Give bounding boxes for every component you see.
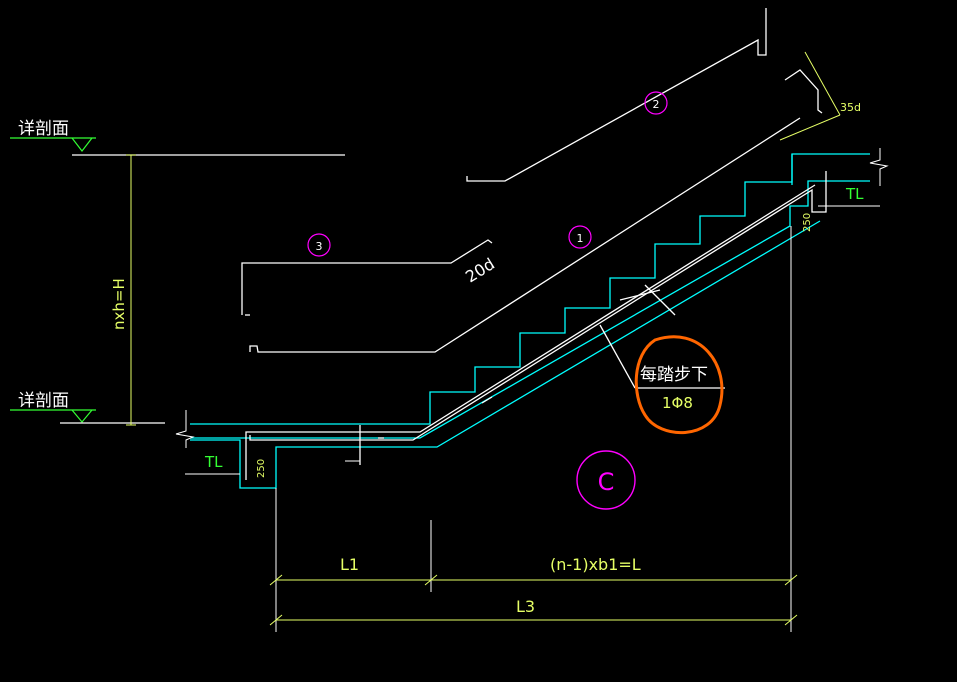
- anchor-top-label: 35d: [840, 101, 861, 114]
- section-mark-label: C: [598, 468, 615, 496]
- bottom-level-label: 详剖面: [18, 391, 69, 411]
- bar1-mark-label: 1: [577, 232, 584, 245]
- bottom-level-mark: [10, 409, 96, 423]
- top-beam-label: TL: [845, 185, 864, 203]
- run-dimension-label: (n-1)xb1=L: [550, 555, 641, 574]
- bar2-mark-label: 2: [653, 98, 660, 111]
- l1-dimension-label: L1: [340, 555, 359, 574]
- break-marks: [175, 148, 889, 462]
- anchor-bottom-label: 20d: [462, 254, 498, 286]
- concrete-outline: [190, 153, 870, 489]
- bar3-mark-label: 3: [316, 240, 323, 253]
- section-mark-circle: [576, 450, 636, 510]
- dimension-extension-lines: [185, 205, 880, 632]
- bar2-mark-circle: [644, 91, 668, 115]
- highlight-circle: [634, 335, 724, 435]
- note-line2: 1Φ8: [662, 394, 693, 412]
- horizontal-dimension-lines: [269, 574, 798, 626]
- bar1-mark-circle: [568, 225, 592, 249]
- total-dimension-label: L3: [516, 597, 535, 616]
- top-level-mark: [10, 137, 96, 152]
- bar3-mark-circle: [307, 233, 331, 257]
- height-dimension-label: nxh=H: [110, 278, 128, 330]
- level-reference-lines: [60, 154, 345, 424]
- rebar-lines: [241, 8, 827, 480]
- top-beam-depth: 250: [802, 213, 813, 232]
- note-line1: 每踏步下: [640, 365, 708, 385]
- bottom-beam-label: TL: [204, 453, 223, 471]
- top-level-label: 详剖面: [18, 119, 69, 139]
- height-dimension-line: [126, 154, 136, 426]
- anchor-top-dimension: [779, 51, 841, 141]
- bottom-beam-depth: 250: [256, 459, 267, 478]
